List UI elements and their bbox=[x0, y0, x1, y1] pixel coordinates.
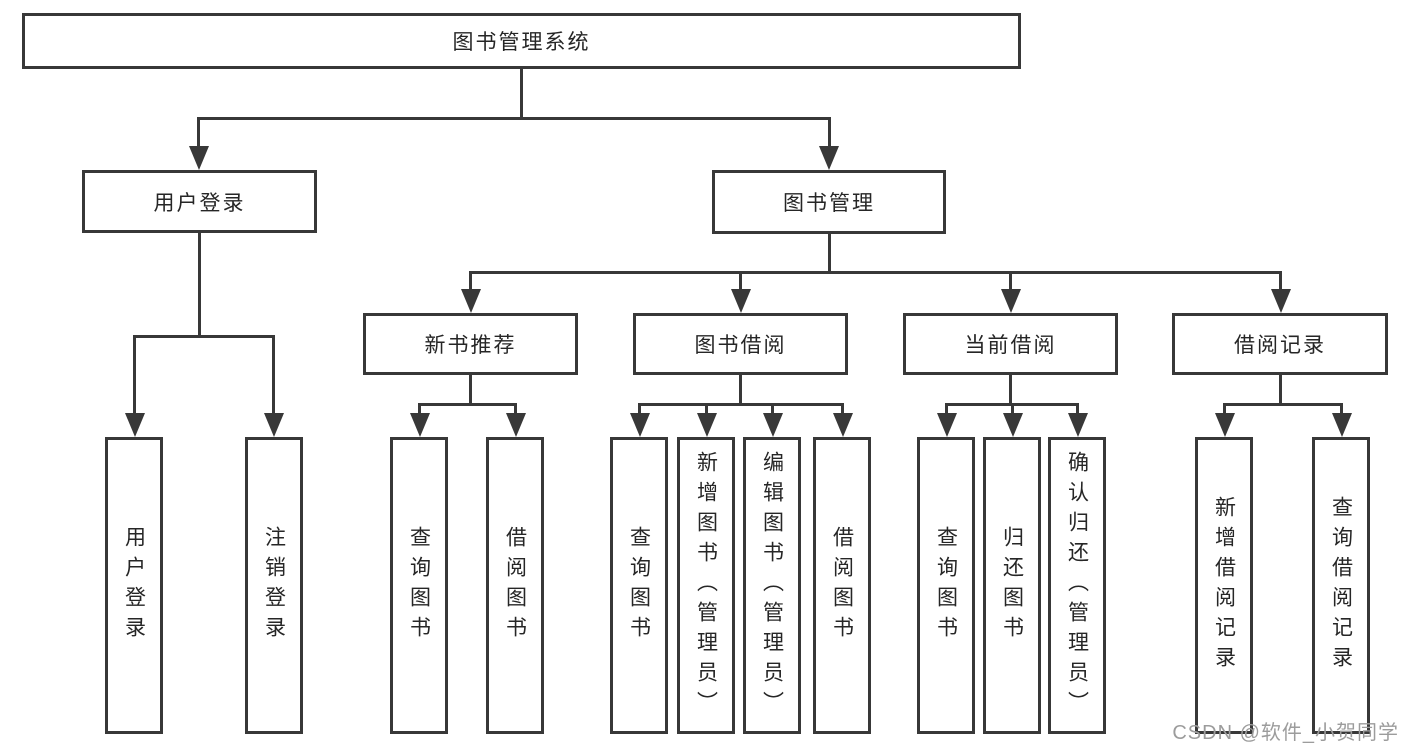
leaf-label: 确认归还（管理员） bbox=[1065, 450, 1089, 721]
leaf-logout: 注销登录 bbox=[245, 437, 303, 734]
connector-line bbox=[469, 271, 472, 292]
connector-line bbox=[841, 403, 844, 415]
connector-line bbox=[1279, 271, 1282, 292]
connector-line bbox=[418, 403, 421, 415]
node-current-borrowing: 当前借阅 bbox=[903, 313, 1118, 375]
connector-line bbox=[638, 403, 844, 406]
arrow-down-icon bbox=[833, 413, 853, 437]
connector-line bbox=[1009, 271, 1012, 292]
leaf-return-books: 归还图书 bbox=[983, 437, 1041, 734]
leaf-confirm-return-admin: 确认归还（管理员） bbox=[1048, 437, 1106, 734]
leaf-label: 归还图书 bbox=[1000, 525, 1024, 646]
leaf-borrow-books-recommend: 借阅图书 bbox=[486, 437, 544, 734]
leaf-label: 查询图书 bbox=[407, 525, 431, 646]
leaf-label: 新增借阅记录 bbox=[1212, 495, 1236, 676]
node-new-book-recommendation: 新书推荐 bbox=[363, 313, 578, 375]
leaf-label: 注销登录 bbox=[262, 525, 286, 646]
leaf-label: 编辑图书（管理员） bbox=[760, 450, 784, 721]
connector-line bbox=[272, 335, 275, 415]
arrow-down-icon bbox=[264, 413, 284, 437]
arrow-down-icon bbox=[763, 413, 783, 437]
leaf-user-login: 用户登录 bbox=[105, 437, 163, 734]
leaf-borrow-books: 借阅图书 bbox=[813, 437, 871, 734]
connector-line bbox=[197, 117, 200, 151]
node-library-management-system: 图书管理系统 bbox=[22, 13, 1021, 69]
node-borrowing-records: 借阅记录 bbox=[1172, 313, 1388, 375]
leaf-label: 查询图书 bbox=[627, 525, 651, 646]
connector-line bbox=[469, 375, 472, 406]
connector-line bbox=[1340, 403, 1343, 415]
arrow-down-icon bbox=[819, 146, 839, 170]
leaf-label: 借阅图书 bbox=[503, 525, 527, 646]
connector-line bbox=[1011, 403, 1014, 415]
csdn-watermark: CSDN @软件_小贺同学 bbox=[1172, 722, 1399, 744]
arrow-down-icon bbox=[731, 289, 751, 313]
connector-line bbox=[1279, 375, 1282, 406]
arrow-down-icon bbox=[1003, 413, 1023, 437]
arrow-down-icon bbox=[630, 413, 650, 437]
connector-line bbox=[705, 403, 708, 415]
leaf-query-books-borrowing: 查询图书 bbox=[610, 437, 668, 734]
connector-line bbox=[771, 403, 774, 415]
connector-line bbox=[945, 403, 948, 415]
connector-line bbox=[1223, 403, 1226, 415]
arrow-down-icon bbox=[461, 289, 481, 313]
connector-line bbox=[828, 117, 831, 151]
leaf-query-books-current: 查询图书 bbox=[917, 437, 975, 734]
connector-line bbox=[133, 335, 136, 415]
connector-line bbox=[1009, 375, 1012, 406]
leaf-label: 用户登录 bbox=[122, 525, 146, 646]
node-book-borrowing: 图书借阅 bbox=[633, 313, 848, 375]
arrow-down-icon bbox=[937, 413, 957, 437]
leaf-label: 新增图书（管理员） bbox=[694, 450, 718, 721]
arrow-down-icon bbox=[1215, 413, 1235, 437]
leaf-query-books-recommend: 查询图书 bbox=[390, 437, 448, 734]
connector-line bbox=[638, 403, 641, 415]
connector-line bbox=[197, 117, 831, 120]
leaf-label: 借阅图书 bbox=[830, 525, 854, 646]
connector-line bbox=[418, 403, 517, 406]
node-user-login: 用户登录 bbox=[82, 170, 317, 233]
arrow-down-icon bbox=[1271, 289, 1291, 313]
node-book-management: 图书管理 bbox=[712, 170, 946, 234]
node-label: 图书管理 bbox=[783, 192, 875, 215]
arrow-down-icon bbox=[1332, 413, 1352, 437]
arrow-down-icon bbox=[506, 413, 526, 437]
connector-line bbox=[1223, 403, 1343, 406]
node-label: 图书借阅 bbox=[694, 334, 787, 357]
leaf-label: 查询图书 bbox=[934, 525, 958, 646]
arrow-down-icon bbox=[125, 413, 145, 437]
leaf-add-books-admin: 新增图书（管理员） bbox=[677, 437, 735, 734]
connector-line bbox=[469, 271, 1282, 274]
node-label: 当前借阅 bbox=[964, 334, 1057, 357]
connector-line bbox=[828, 234, 831, 274]
connector-line bbox=[198, 233, 201, 338]
arrow-down-icon bbox=[1068, 413, 1088, 437]
leaf-add-borrow-record: 新增借阅记录 bbox=[1195, 437, 1253, 734]
arrow-down-icon bbox=[697, 413, 717, 437]
connector-line bbox=[133, 335, 275, 338]
leaf-label: 查询借阅记录 bbox=[1329, 495, 1353, 676]
connector-line bbox=[520, 69, 523, 119]
leaf-edit-books-admin: 编辑图书（管理员） bbox=[743, 437, 801, 734]
arrow-down-icon bbox=[189, 146, 209, 170]
arrow-down-icon bbox=[410, 413, 430, 437]
leaf-query-borrow-record: 查询借阅记录 bbox=[1312, 437, 1370, 734]
node-label: 新书推荐 bbox=[424, 334, 517, 357]
connector-line bbox=[739, 271, 742, 292]
node-label: 借阅记录 bbox=[1234, 334, 1326, 357]
node-label: 图书管理系统 bbox=[452, 31, 591, 54]
node-label: 用户登录 bbox=[153, 191, 246, 215]
connector-line bbox=[739, 375, 742, 406]
connector-line bbox=[514, 403, 517, 415]
connector-line bbox=[1076, 403, 1079, 415]
arrow-down-icon bbox=[1001, 289, 1021, 313]
